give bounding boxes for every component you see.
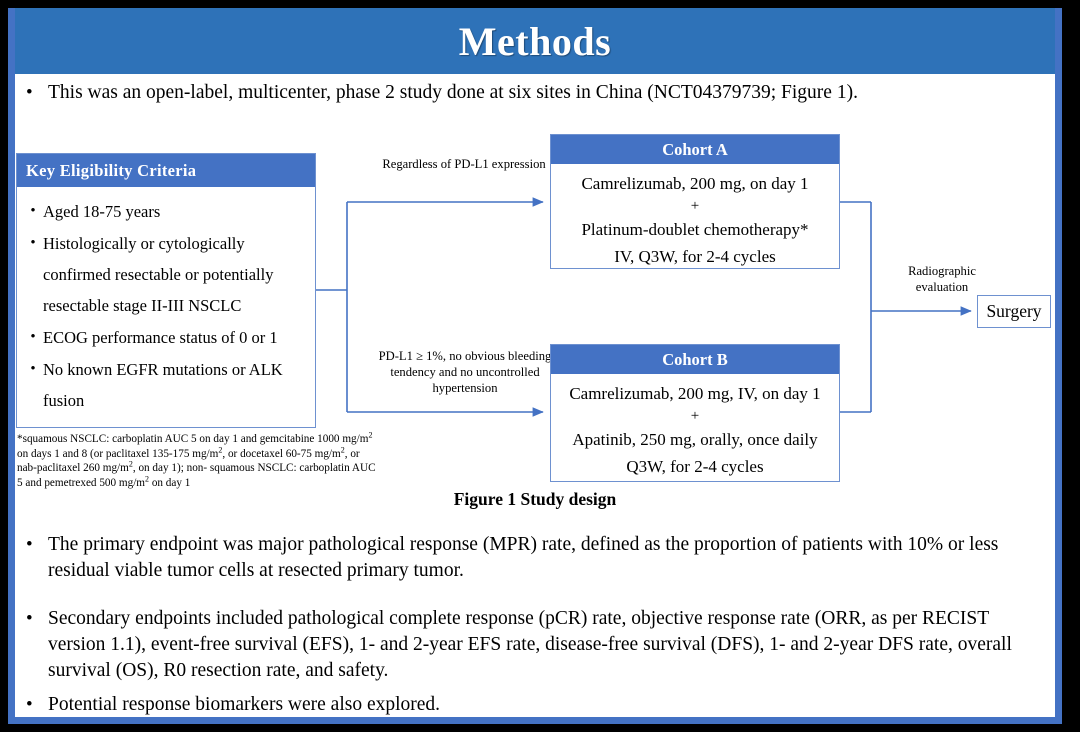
primary-endpoint-text: The primary endpoint was major pathologi…: [48, 534, 999, 581]
eligibility-item-text: Histologically or cytologically confirme…: [43, 234, 274, 315]
cohort-b-plus: +: [690, 408, 700, 424]
cohort-b-body: Camrelizumab, 200 mg, IV, on day 1 + Apa…: [551, 374, 839, 480]
lead-bullet-row: • This was an open-label, multicenter, p…: [23, 80, 1053, 106]
list-item: • ECOG performance status of 0 or 1: [23, 322, 309, 353]
slide-accent-strip-bottom: [8, 717, 1062, 724]
cohort-a-line1: Camrelizumab, 200 mg, on day 1: [581, 174, 809, 193]
cohort-b-header: Cohort B: [551, 345, 839, 374]
cohort-a-body: Camrelizumab, 200 mg, on day 1 + Platinu…: [551, 164, 839, 270]
cohort-a-header: Cohort A: [551, 135, 839, 164]
footnote-line2-b: , or docetaxel 60-75 mg/m: [222, 447, 341, 460]
eligibility-item-text: ECOG performance status of 0 or 1: [43, 328, 278, 347]
footnote-sup: 2: [145, 474, 150, 484]
footnote-sup: 2: [340, 444, 345, 454]
surgery-label: Surgery: [986, 301, 1042, 321]
footnote-line1-a: *squamous NSCLC: carboplatin AUC 5 on da…: [17, 433, 369, 445]
cohort-b-line2: Apatinib, 250 mg, orally, once daily: [572, 430, 818, 449]
bullet-marker-icon: •: [26, 694, 33, 715]
secondary-endpoints-text: Secondary endpoints included pathologica…: [48, 608, 1012, 681]
bullet-marker-icon: •: [30, 235, 36, 251]
bullet-marker-icon: •: [26, 534, 33, 555]
eligibility-header: Key Eligibility Criteria: [17, 154, 315, 187]
footnote-line3-b: on day 1: [149, 476, 191, 489]
study-design-figure: Key Eligibility Criteria • Aged 18-75 ye…: [15, 120, 1055, 510]
list-item: • Histologically or cytologically confir…: [23, 228, 309, 321]
cohort-b-line3: Q3W, for 2-4 cycles: [626, 457, 764, 476]
bullet-marker-icon: •: [30, 329, 36, 345]
footnote-sup: 2: [368, 430, 373, 440]
slide-canvas: Methods • This was an open-label, multic…: [15, 8, 1055, 717]
footnote-line2-a: paclitaxel 135-175 mg/m: [105, 447, 219, 460]
eligibility-criteria-box: Key Eligibility Criteria • Aged 18-75 ye…: [16, 153, 316, 428]
eligibility-list: • Aged 18-75 years • Histologically or c…: [17, 187, 315, 416]
page-title: Methods: [458, 18, 612, 64]
biomarkers-text: Potential response biomarkers were also …: [48, 694, 441, 715]
cohort-a-line3: IV, Q3W, for 2-4 cycles: [614, 247, 776, 266]
list-item: • No known EGFR mutations or ALK fusion: [23, 354, 309, 416]
arrow-label-bottom: PD-L1 ≥ 1%, no obvious bleeding tendency…: [378, 349, 552, 395]
bullet-row-primary-endpoint: • The primary endpoint was major patholo…: [23, 532, 1049, 584]
footnote-line2-c: , or nab-paclitaxel 260 mg/m: [17, 447, 360, 475]
bullet-marker-icon: •: [30, 361, 36, 377]
footnote-sup: 2: [128, 459, 133, 469]
footnote-line1-b: on days 1 and 8 (or: [17, 447, 104, 460]
eligibility-item-text: Aged 18-75 years: [43, 202, 161, 221]
list-item: • Aged 18-75 years: [23, 196, 309, 227]
footnote-sup: 2: [218, 444, 223, 454]
surgery-box: Surgery: [977, 295, 1051, 328]
arrow-label-top: Regardless of PD-L1 expression: [382, 157, 546, 171]
bullet-marker-icon: •: [26, 82, 33, 103]
cohort-a-line2: Platinum-doublet chemotherapy*: [581, 220, 809, 239]
eligibility-item-text: No known EGFR mutations or ALK fusion: [43, 360, 283, 410]
lead-bullet-text: This was an open-label, multicenter, pha…: [48, 82, 858, 103]
figure-footnote: *squamous NSCLC: carboplatin AUC 5 on da…: [17, 430, 377, 490]
cohort-b-line1: Camrelizumab, 200 mg, IV, on day 1: [569, 384, 821, 403]
bullet-marker-icon: •: [26, 608, 33, 629]
cohort-a-box: Cohort A Camrelizumab, 200 mg, on day 1 …: [550, 134, 840, 269]
figure-caption: Figure 1 Study design: [453, 489, 617, 509]
bullet-row-biomarkers: • Potential response biomarkers were als…: [23, 692, 1049, 718]
footnote-line2-d: , on day 1); non-: [132, 462, 208, 475]
bullet-marker-icon: •: [30, 203, 36, 219]
slide-title-bar: Methods: [15, 8, 1055, 74]
cohort-b-box: Cohort B Camrelizumab, 200 mg, IV, on da…: [550, 344, 840, 482]
cohort-a-plus: +: [690, 198, 700, 214]
slide-accent-strip-left: [8, 8, 15, 724]
arrow-label-radiographic: Radiographic evaluation: [908, 264, 976, 294]
bullet-row-secondary-endpoints: • Secondary endpoints included pathologi…: [23, 606, 1049, 684]
footnote-line3-a: squamous NSCLC: carboplatin AUC 5 and pe…: [17, 462, 376, 489]
slide-accent-strip-right: [1055, 8, 1062, 724]
